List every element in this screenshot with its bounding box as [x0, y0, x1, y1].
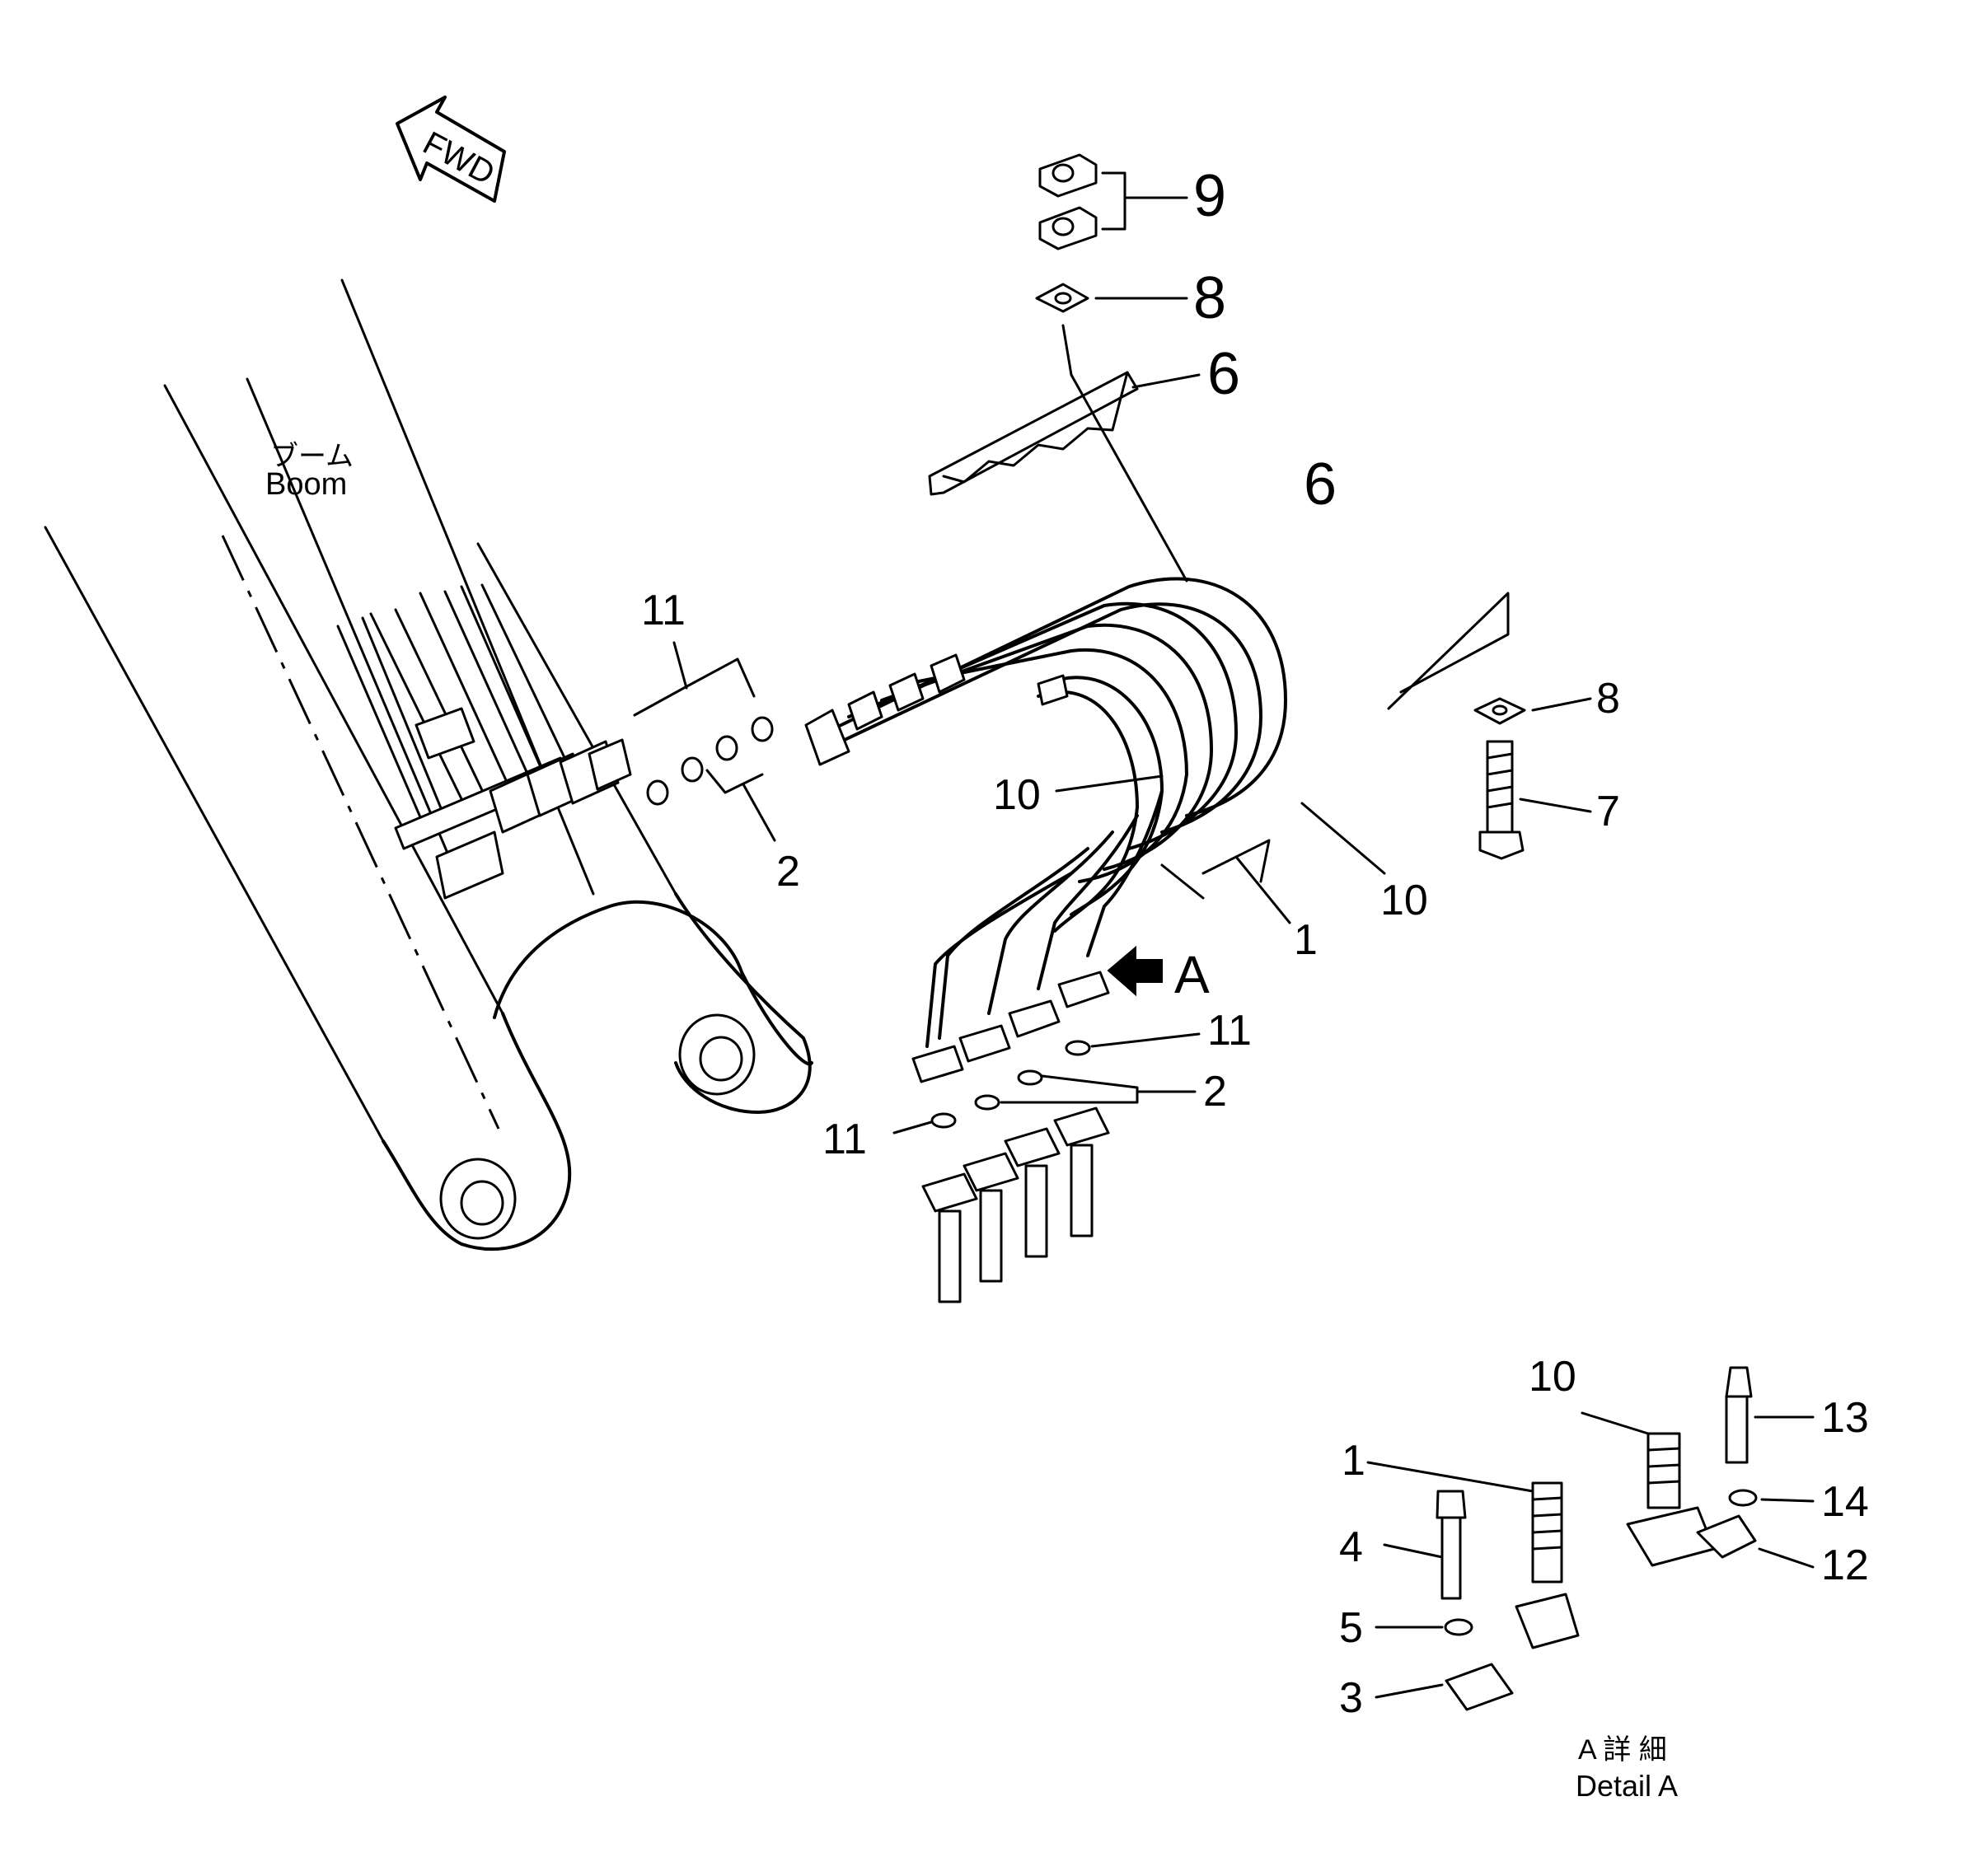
o-rings-upper — [633, 641, 776, 842]
boom: ブーム Boom — [44, 278, 813, 1251]
callout-10-right: 10 — [1380, 877, 1428, 924]
callout-numbers: 9 8 6 6 11 2 8 7 10 10 1 11 2 11 10 13 1… — [641, 163, 1869, 1722]
detail-callout-10: 10 — [1529, 1353, 1576, 1401]
callout-11-top: 11 — [641, 587, 686, 634]
callout-8-right: 8 — [1596, 675, 1620, 723]
detail-callout-1: 1 — [1342, 1437, 1365, 1485]
callout-6-top: 6 — [1207, 341, 1240, 407]
callout-11-mid: 11 — [1207, 1007, 1252, 1055]
detail-callout-12: 12 — [1821, 1542, 1869, 1589]
view-arrow-a: A — [1107, 945, 1210, 1004]
detail-callout-13: 13 — [1821, 1394, 1869, 1442]
callout-6-mid: 6 — [1304, 451, 1337, 517]
detail-a: A 詳 細 Detail A — [1366, 1366, 1815, 1803]
split-flanges-lower — [921, 1106, 1110, 1303]
boom-jp-label: ブーム — [270, 441, 354, 472]
callout-1: 1 — [1294, 916, 1318, 964]
detail-a-jp-label: A 詳 細 — [1578, 1734, 1667, 1766]
callout-10-left: 10 — [993, 771, 1041, 819]
o-rings-lower — [892, 1032, 1201, 1134]
boom-en-label: Boom — [265, 467, 347, 502]
tube-bundle — [804, 577, 1386, 1083]
detail-callout-14: 14 — [1821, 1478, 1869, 1526]
detail-callout-4: 4 — [1339, 1523, 1363, 1571]
detail-a-en-label: Detail A — [1576, 1769, 1678, 1803]
bolt-assembly-right — [1387, 592, 1592, 860]
view-arrow-a-label: A — [1174, 945, 1210, 1004]
callout-2-mid: 2 — [1203, 1068, 1227, 1116]
detail-callout-5: 5 — [1339, 1604, 1363, 1652]
boom-pipes — [336, 583, 632, 900]
callout-7: 7 — [1596, 788, 1620, 835]
callout-9: 9 — [1193, 163, 1226, 229]
clamp-assembly-top — [928, 153, 1201, 582]
callout-11-low: 11 — [822, 1116, 867, 1163]
callout-8-top: 8 — [1193, 265, 1226, 331]
fwd-arrow: FWD — [396, 96, 506, 203]
callout-2-top: 2 — [776, 848, 800, 896]
detail-callout-3: 3 — [1339, 1674, 1363, 1722]
